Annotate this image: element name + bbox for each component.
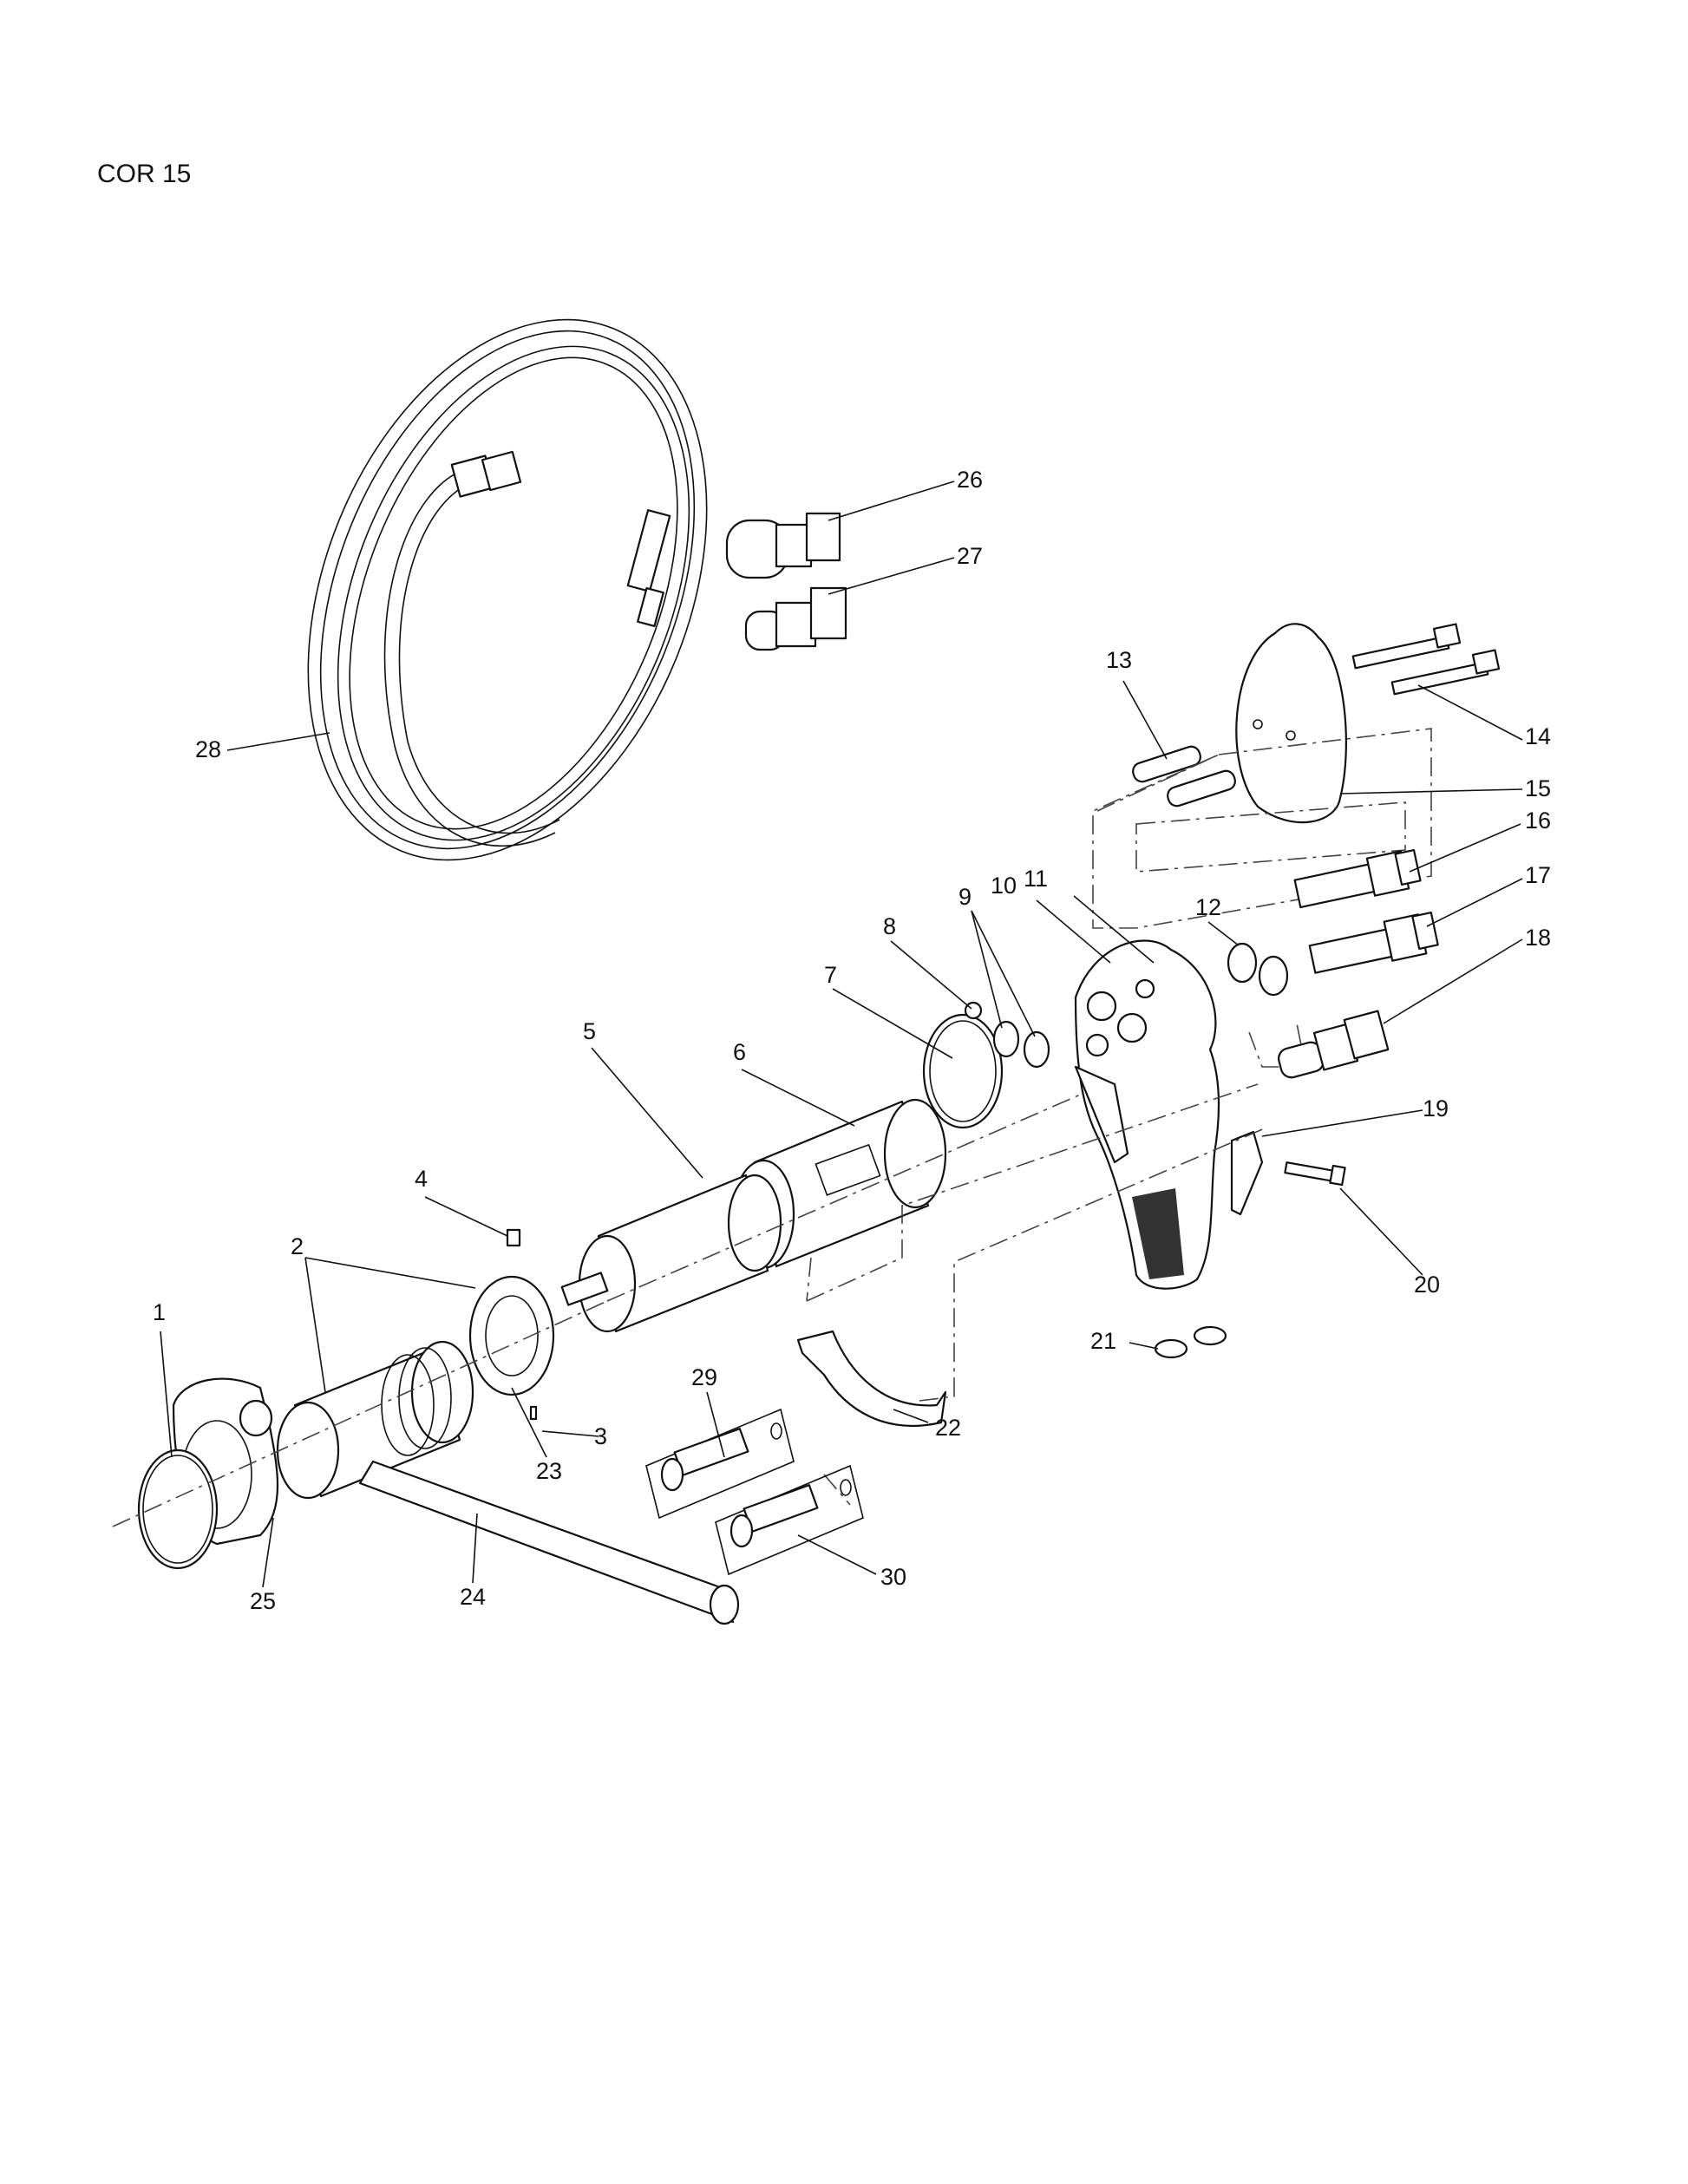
callout-3: 3	[594, 1423, 607, 1449]
callout-14: 14	[1525, 723, 1551, 749]
callout-2: 2	[291, 1233, 304, 1259]
callout-18: 18	[1525, 925, 1551, 951]
callout-5: 5	[583, 1018, 596, 1044]
trigger[interactable]	[1230, 1130, 1264, 1216]
callout-8: 8	[883, 913, 896, 939]
callout-7: 7	[824, 962, 837, 988]
hydraulic-hose-coil[interactable]	[233, 260, 782, 919]
leader-lines	[160, 481, 1523, 1588]
valve-kit-29[interactable]	[645, 1408, 795, 1520]
valve-kit-30[interactable]	[715, 1464, 864, 1576]
callout-1: 1	[153, 1299, 166, 1325]
cap-screws[interactable]	[1351, 623, 1501, 696]
front-housing[interactable]	[276, 1340, 474, 1500]
callout-28: 28	[195, 736, 221, 762]
callout-11: 11	[1024, 866, 1048, 892]
callout-16: 16	[1525, 808, 1551, 834]
page-title: COR 15	[97, 160, 192, 188]
large-o-ring[interactable]	[922, 1013, 1004, 1129]
callout-4: 4	[415, 1166, 428, 1192]
valve-cartridge-17[interactable]	[1308, 912, 1439, 974]
o-rings-9[interactable]	[992, 1020, 1050, 1069]
callout-12: 12	[1195, 894, 1221, 920]
callout-13: 13	[1106, 647, 1132, 673]
callout-labels: 1 2 3 4 5 6 7 8 9 10 11 12 13 14 15 16 1…	[153, 467, 1551, 1614]
tool-handle-body[interactable]	[1074, 939, 1220, 1290]
callout-10: 10	[991, 873, 1017, 899]
small-pin[interactable]	[529, 1405, 538, 1421]
o-rings-12[interactable]	[1227, 942, 1289, 997]
washers[interactable]	[1154, 1325, 1227, 1359]
hydraulic-motor[interactable]	[560, 1174, 782, 1333]
callout-6: 6	[733, 1039, 746, 1065]
trigger-pin[interactable]	[1284, 1161, 1346, 1187]
callout-22: 22	[935, 1415, 961, 1441]
callout-23: 23	[536, 1458, 562, 1484]
callout-24: 24	[460, 1584, 486, 1610]
callout-29: 29	[691, 1364, 717, 1390]
nipple-coupler[interactable]	[1276, 1010, 1390, 1080]
quick-coupler-female[interactable]	[725, 512, 841, 579]
callout-19: 19	[1423, 1095, 1449, 1121]
extension-rod[interactable]	[358, 1460, 740, 1625]
callout-25: 25	[250, 1588, 276, 1614]
callout-20: 20	[1414, 1272, 1440, 1298]
valve-cartridge-16[interactable]	[1293, 849, 1422, 909]
trigger-guard-bracket[interactable]	[796, 1330, 947, 1427]
callout-26: 26	[957, 467, 983, 493]
callout-15: 15	[1525, 775, 1551, 801]
set-screw[interactable]	[506, 1228, 521, 1247]
callout-9: 9	[958, 884, 972, 910]
dowel-pins[interactable]	[1131, 744, 1238, 808]
callout-21: 21	[1090, 1328, 1116, 1354]
cover-plate[interactable]	[1235, 623, 1347, 824]
quick-coupler-male[interactable]	[744, 586, 847, 651]
mounting-flange[interactable]	[468, 1275, 555, 1396]
callout-17: 17	[1525, 862, 1551, 888]
retaining-ring[interactable]	[137, 1448, 219, 1570]
callout-27: 27	[957, 543, 983, 569]
callout-30: 30	[880, 1564, 906, 1590]
